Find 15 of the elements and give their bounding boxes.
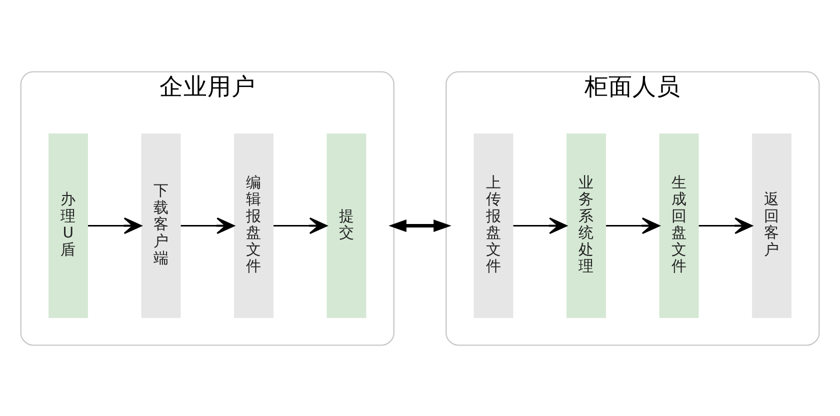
node-box: 办理U盾 (48, 133, 88, 318)
arrow (698, 216, 753, 234)
arrow (606, 216, 660, 234)
arrow (388, 219, 452, 232)
arrow (180, 216, 235, 234)
node-box: 提交 (326, 133, 366, 318)
node-box: 编辑报盘文件 (234, 133, 274, 318)
arrow (513, 216, 568, 234)
node-box: 上传报盘文件 (474, 133, 514, 318)
node-box: 返回客户 (752, 133, 792, 318)
arrow (88, 216, 142, 234)
node-box: 生成回盘文件 (659, 133, 699, 318)
arrow (274, 216, 328, 234)
node-box: 下载客户端 (141, 133, 181, 318)
node-box: 业务系统处理 (566, 133, 606, 318)
